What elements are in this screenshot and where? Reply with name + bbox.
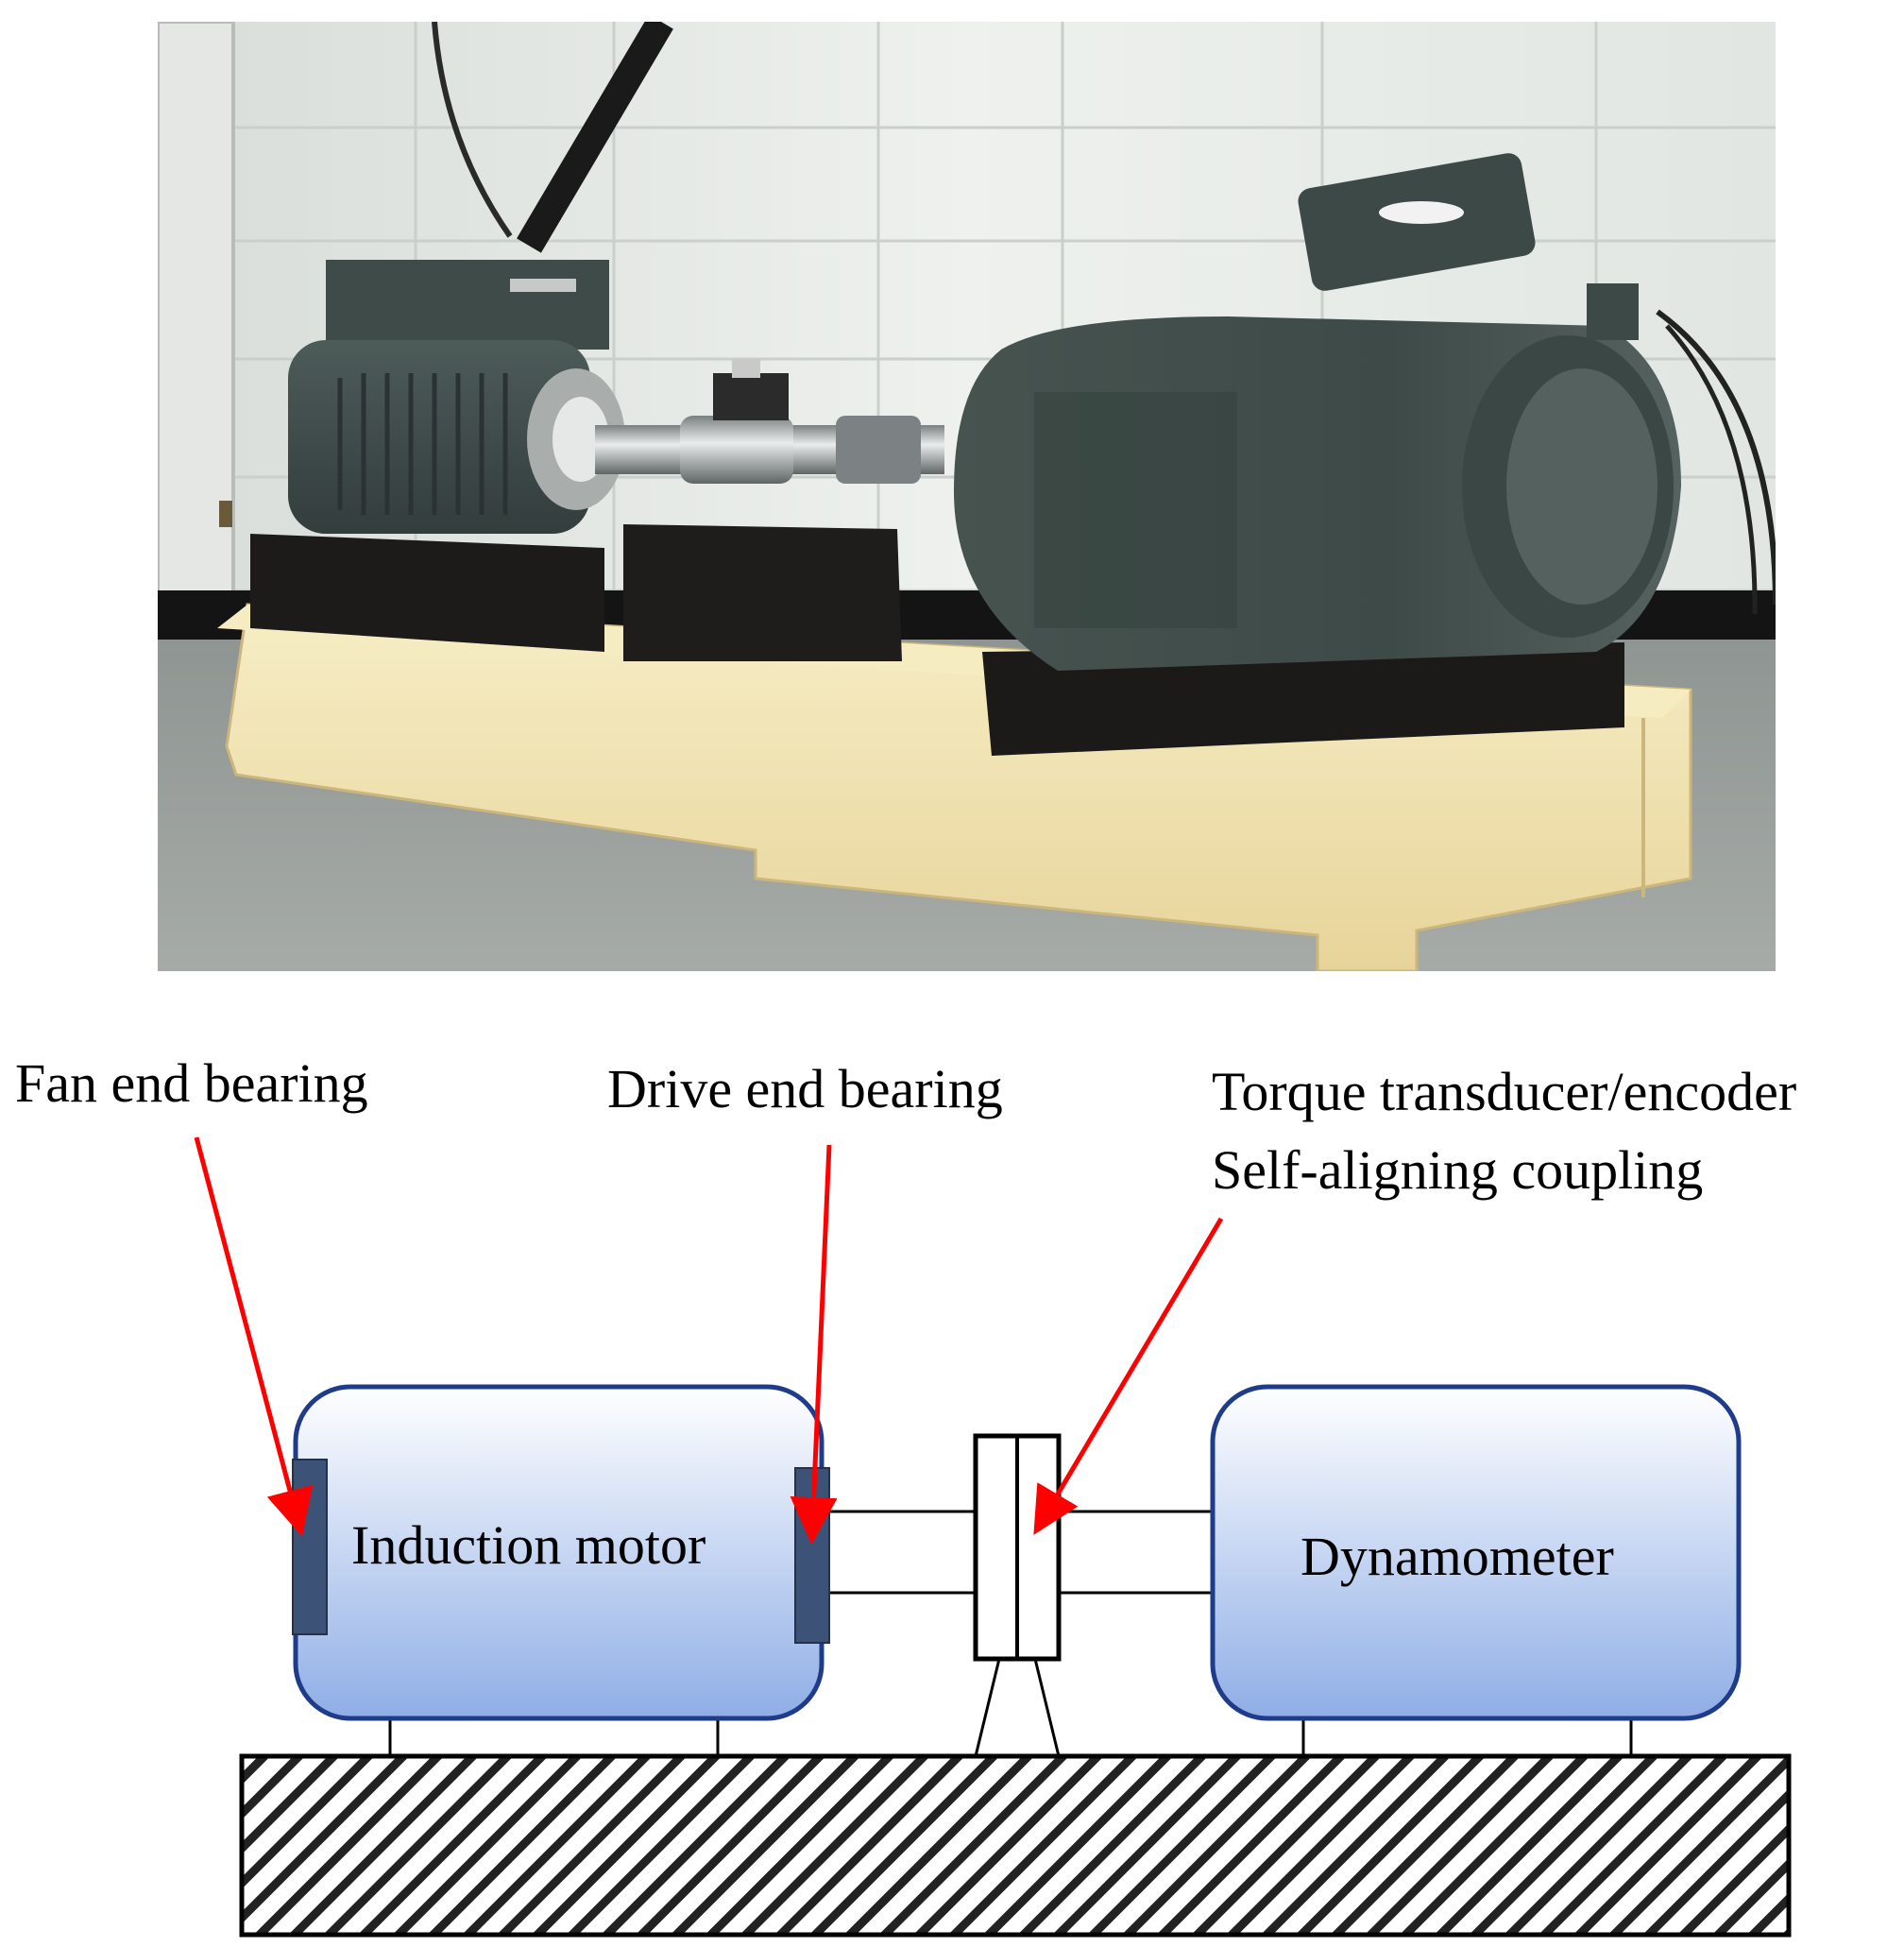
test-rig-photo (158, 22, 1776, 971)
cable-right (1656, 309, 1776, 606)
coupling-label: Self-aligning coupling (1212, 1139, 1703, 1201)
dyno-feet (1301, 1718, 1633, 1756)
fan-end-bearing-label: Fan end bearing (15, 1052, 368, 1114)
shaft-lines (822, 1510, 1213, 1595)
motor-cooling-fins (337, 373, 508, 515)
motor-base-plate (250, 534, 604, 652)
dynamometer-box (1210, 1384, 1742, 1721)
motor-terminal-box (326, 260, 609, 350)
coupling-arrow (1033, 1217, 1224, 1535)
door-frame (158, 22, 235, 628)
coupling-support (974, 1658, 1061, 1757)
fan-end-bearing-block (292, 1459, 328, 1635)
dynamometer-label: Dynamometer (1300, 1526, 1614, 1587)
torque-transducer-label: Torque transducer/encoder (1212, 1061, 1796, 1122)
cable-thick (517, 22, 673, 253)
coupling-base-block (623, 524, 902, 661)
induction-motor-label: Induction motor (351, 1514, 706, 1576)
cable-thin (432, 22, 513, 238)
fan-end-bearing-arrow (194, 1136, 314, 1537)
drive-end-bearing-arrow (790, 1144, 838, 1545)
motor-feet (388, 1718, 720, 1756)
dyno-encoder-housing (1587, 283, 1639, 340)
ground-base (239, 1753, 1792, 1938)
door-latch (219, 501, 232, 527)
dyno-base-plate (982, 642, 1624, 756)
drive-end-bearing-label: Drive end bearing (607, 1058, 1003, 1119)
torque-transducer-photo (680, 416, 793, 484)
